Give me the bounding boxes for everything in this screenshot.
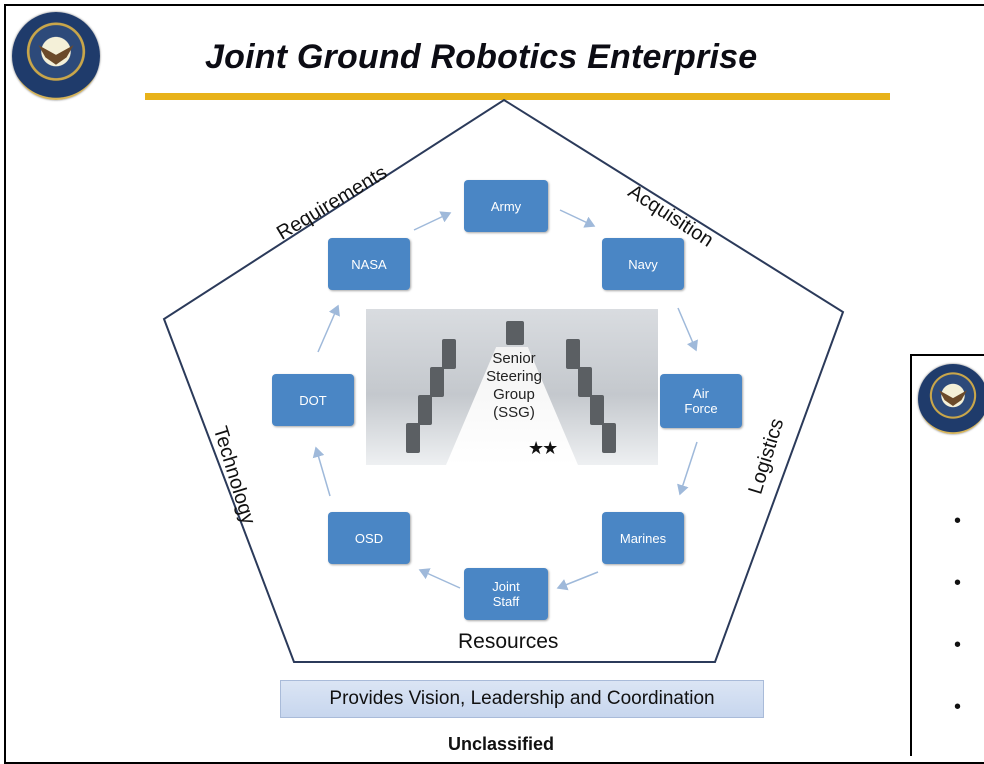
arrow-osd-dot [312, 446, 331, 497]
slide-title: Joint Ground Robotics Enterprise [205, 38, 758, 76]
inset-bullet: • [954, 572, 962, 594]
node-nasa: NASA [328, 238, 410, 290]
senior-steering-group-label: Senior Steering Group (SSG) [486, 350, 542, 421]
department-of-defense-seal-icon [12, 12, 100, 100]
inset-bullet: • [954, 634, 962, 656]
department-of-defense-seal-icon [918, 364, 984, 434]
node-osd: OSD [328, 512, 410, 564]
title-underline [145, 93, 890, 100]
node-navy: Navy [602, 238, 684, 290]
pentagon-outline [162, 98, 845, 663]
side-label-resources: Resources [458, 630, 559, 653]
arrow-jointstaff-osd [418, 568, 461, 589]
arrow-navy-airforce [677, 307, 698, 352]
pentagon-diagram [162, 98, 845, 663]
node-army: Army [464, 180, 548, 232]
inset-bullet: • [954, 510, 962, 532]
vision-banner: Provides Vision, Leadership and Coordina… [280, 680, 764, 718]
arrow-airforce-marines [677, 441, 698, 496]
arrow-dot-nasa [317, 304, 340, 353]
arrow-army-navy [559, 209, 596, 228]
node-marines: Marines [602, 512, 684, 564]
arrow-nasa-army [413, 211, 452, 231]
arrow-marines-jointstaff [556, 571, 599, 591]
node-dot: DOT [272, 374, 354, 426]
classification-footer: Unclassified [448, 734, 555, 754]
two-star-icon: ★★ [528, 438, 558, 458]
inset-bullet: • [954, 696, 962, 718]
conference-room-image [366, 309, 658, 465]
